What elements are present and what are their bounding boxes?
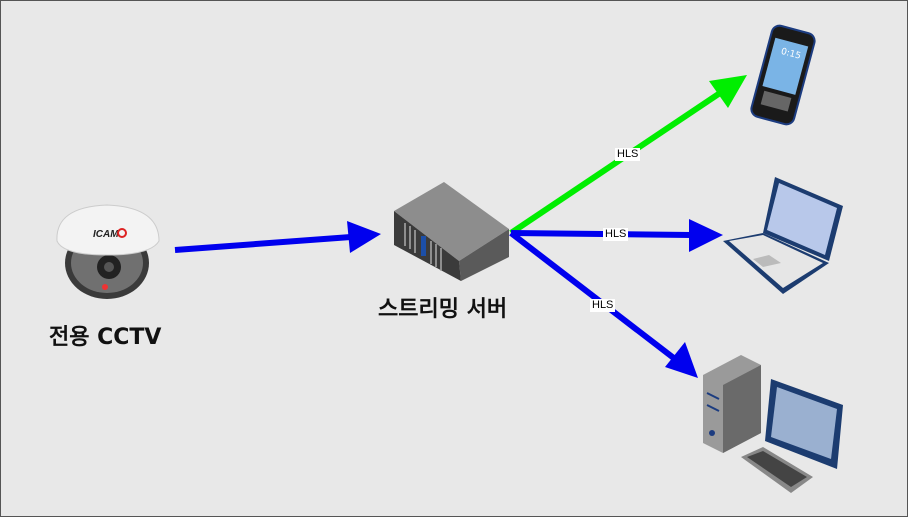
camera-brand: ICAM — [93, 229, 119, 240]
edge-label-laptop: HLS — [603, 228, 629, 241]
server-icon — [394, 182, 509, 281]
camera-label: 전용 CCTV — [49, 325, 162, 350]
smartphone-icon: 0:15 — [750, 24, 816, 126]
server-label: 스트리밍 서버 — [378, 297, 508, 322]
cctv-camera-icon: ICAM — [56, 204, 160, 299]
laptop-icon — [723, 177, 843, 294]
edge-label-phone: HLS — [615, 148, 641, 161]
edge-camera-server — [174, 221, 381, 253]
edge-server-laptop — [510, 219, 723, 252]
edge-server-phone — [509, 75, 747, 236]
edge-label-desktop: HLS — [590, 299, 616, 312]
desktop-computer-icon — [703, 355, 843, 493]
edge-server-desktop — [509, 230, 698, 378]
